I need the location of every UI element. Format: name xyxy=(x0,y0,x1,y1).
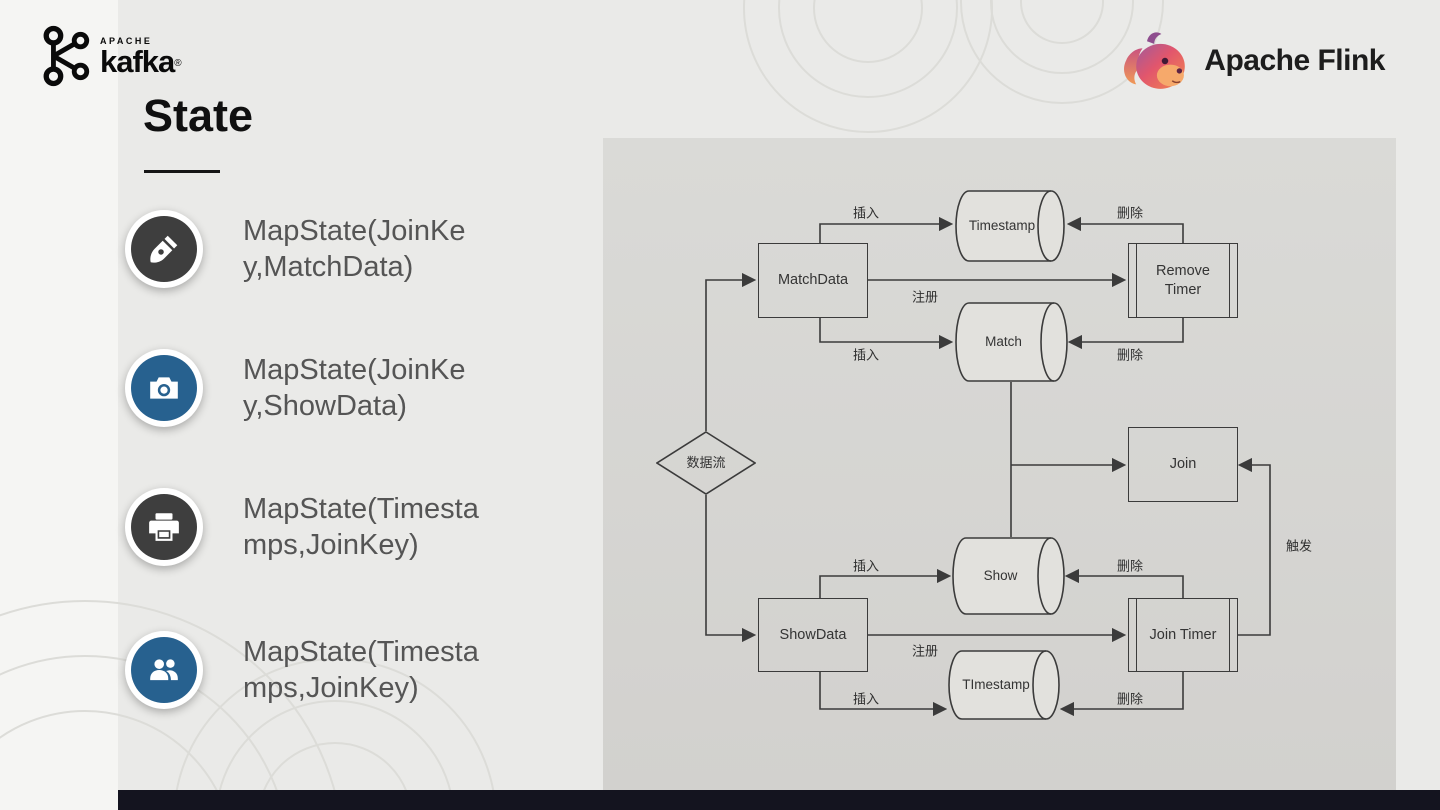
icon-circle xyxy=(131,637,197,703)
camera-icon xyxy=(125,349,203,427)
icon-circle xyxy=(131,494,197,560)
edge-label-insert-top: 插入 xyxy=(852,205,880,221)
kafka-logo-icon xyxy=(43,25,90,87)
printer-icon xyxy=(125,488,203,566)
state-item-label: MapState(JoinKey,ShowData) xyxy=(243,354,466,422)
connector-matchdata-match xyxy=(819,318,954,350)
edge-label-register-top: 注册 xyxy=(911,289,939,305)
page-title: State xyxy=(143,90,254,141)
edge-label-insert-mid: 插入 xyxy=(852,347,880,363)
edge-label-trigger: 触发 xyxy=(1285,538,1313,554)
connector-jointimer-show xyxy=(1064,568,1184,598)
users-icon xyxy=(125,631,203,709)
connector-showdata-timestamp2 xyxy=(819,672,948,717)
connector-showdata-show xyxy=(819,568,952,598)
edge-label-delete-top: 删除 xyxy=(1116,205,1144,221)
connector-jointimer-join xyxy=(1237,457,1271,636)
node-label: Remove Timer xyxy=(1156,262,1210,298)
flow-diagram-panel: 数据流 MatchData Timestamp Remove Timer Mat… xyxy=(603,138,1396,790)
kafka-apache-label: APACHE xyxy=(100,36,153,46)
node-label: ShowData xyxy=(779,626,847,643)
state-list-item-2: MapState(JoinKey,ShowData) xyxy=(125,349,485,427)
node-label: Show xyxy=(983,568,1018,584)
node-label: Timestamp xyxy=(968,218,1036,234)
footer-bar xyxy=(118,790,1440,810)
connector-removetimer-match xyxy=(1067,318,1184,350)
node-join: Join xyxy=(1128,427,1238,502)
node-showdata: ShowData xyxy=(758,598,868,672)
connector-datastream-showdata xyxy=(705,495,757,643)
title-underline xyxy=(144,170,220,173)
kafka-name-label: kafka xyxy=(100,44,175,79)
node-match: Match xyxy=(955,302,1068,382)
node-matchdata: MatchData xyxy=(758,243,868,318)
icon-circle xyxy=(131,355,197,421)
ring xyxy=(743,0,993,133)
edge-label-insert-bottom: 插入 xyxy=(852,691,880,707)
edge-label-delete-bottom: 删除 xyxy=(1116,691,1144,707)
node-label: Join Timer xyxy=(1149,626,1217,643)
flink-name-label: Apache Flink xyxy=(1204,44,1385,77)
state-list-item-1: MapState(JoinKey,MatchData) xyxy=(125,210,485,288)
state-list-item-4: MapState(Timestamps,JoinKey) xyxy=(125,631,485,709)
connector-datastream-matchdata xyxy=(705,272,757,431)
node-join-timer: Join Timer xyxy=(1128,598,1238,672)
node-label: MatchData xyxy=(777,272,849,289)
node-show: Show xyxy=(952,537,1065,615)
node-timestamp-top: Timestamp xyxy=(955,190,1065,262)
node-label: Match xyxy=(985,334,1022,350)
connector-removetimer-timestamp xyxy=(1066,216,1184,243)
edge-label-insert-show: 插入 xyxy=(852,558,880,574)
state-item-label: MapState(JoinKey,MatchData) xyxy=(243,215,466,283)
kafka-registered-mark: ® xyxy=(174,58,182,69)
flink-logo: Apache Flink xyxy=(1120,28,1385,94)
diagram-connectors xyxy=(705,216,1271,717)
edge-label-delete-mid: 删除 xyxy=(1116,347,1144,363)
node-datastream: 数据流 xyxy=(656,431,756,495)
state-item-label: MapState(Timestamps,JoinKey) xyxy=(243,636,479,704)
kafka-logo: APACHE kafka® xyxy=(38,24,182,88)
kafka-wordmark: APACHE kafka® xyxy=(100,24,182,77)
node-label: Join xyxy=(1169,456,1197,473)
node-label: TImestamp xyxy=(962,677,1030,693)
edge-label-delete-show: 删除 xyxy=(1116,558,1144,574)
edge-label-register-bottom: 注册 xyxy=(911,643,939,659)
connector-matchdata-timestamp xyxy=(819,216,954,243)
state-list-item-3: MapState(Timestamps,JoinKey) xyxy=(125,488,485,566)
icon-circle xyxy=(131,216,197,282)
pen-nib-icon xyxy=(125,210,203,288)
node-label: 数据流 xyxy=(686,454,726,470)
node-timestamp-bottom: TImestamp xyxy=(948,650,1060,720)
state-item-label: MapState(Timestamps,JoinKey) xyxy=(243,493,479,561)
flink-squirrel-icon xyxy=(1124,32,1186,89)
node-remove-timer: Remove Timer xyxy=(1128,243,1238,318)
connector-jointimer-timestamp2 xyxy=(1059,672,1184,717)
